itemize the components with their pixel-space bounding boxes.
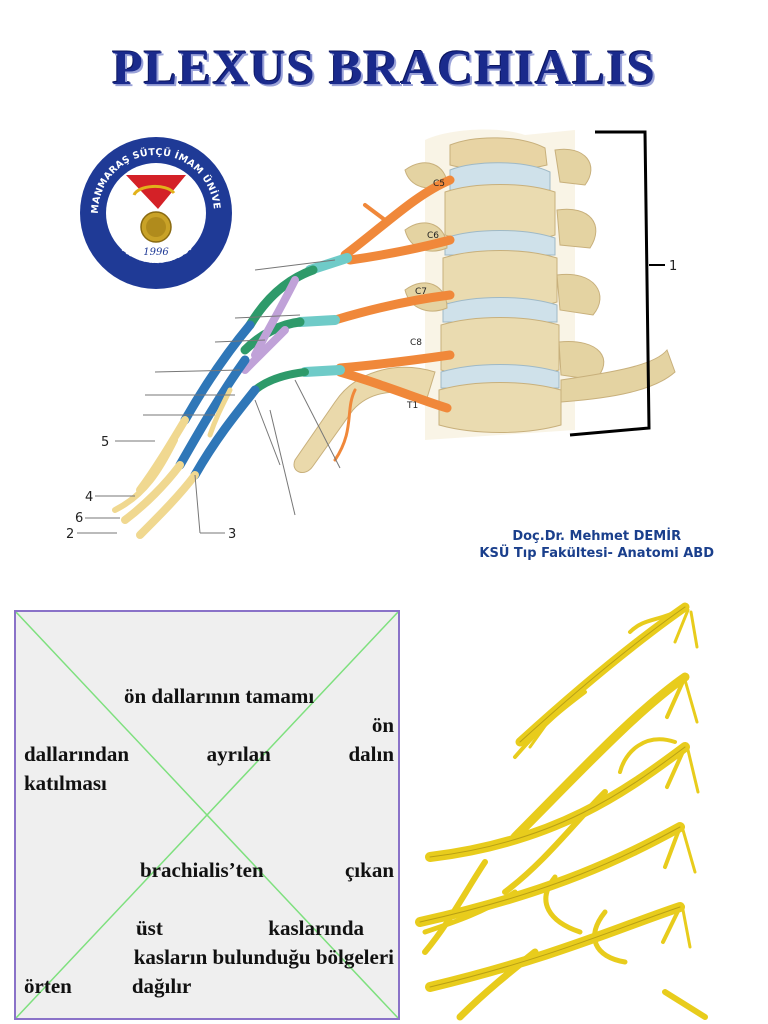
box-line-7: kasların bulunduğu bölgeleri	[133, 945, 394, 969]
logo-year: 1996	[143, 247, 169, 258]
box-line-3a: dallarından	[24, 742, 130, 766]
box-line-6a: üst	[136, 916, 163, 940]
trunks-divisions	[240, 253, 352, 394]
author-credit: Doç.Dr. Mehmet DEMİR KSÜ Tıp Fakültesi- …	[479, 528, 714, 562]
box-line-8a: örten	[24, 974, 72, 998]
placeholder-text-box: ön dallarının tamamı ön dallarından ayrı…	[14, 610, 400, 1020]
label-6: 6	[75, 511, 83, 526]
label-c7: C7	[415, 287, 427, 297]
label-5: 5	[101, 435, 109, 450]
box-line-8b: dağılır	[131, 974, 192, 998]
label-1: 1	[669, 259, 677, 274]
label-t1: T1	[406, 401, 418, 411]
box-line-1: ön dallarının tamamı	[124, 684, 315, 708]
label-c5: C5	[433, 179, 445, 189]
label-2: 2	[66, 527, 74, 540]
author-name: Doç.Dr. Mehmet DEMİR	[512, 529, 682, 544]
university-logo: KAHRAMANMARAŞ SÜTÇÜ İMAM ÜNİVERSİTESİ TI…	[78, 135, 232, 289]
brachial-plexus-illustration: 1 C5 C6 C7 C8 T1	[66, 129, 677, 540]
box-line-3b: ayrılan	[206, 742, 271, 766]
box-line-5b: çıkan	[344, 858, 394, 882]
leader-lines	[77, 259, 341, 534]
nerve-illustration	[415, 602, 708, 1021]
placeholder-cross	[16, 612, 398, 1018]
box-line-3c: dalın	[348, 742, 394, 766]
vertebral-column	[293, 129, 676, 474]
nerve-roots	[330, 175, 455, 462]
box-line-4: katılması	[24, 771, 107, 795]
page-title: PLEXUS BRACHIALIS	[112, 39, 656, 95]
box-line-5a: brachialis’ten	[140, 858, 264, 882]
label-c8: C8	[410, 338, 422, 348]
author-department: KSÜ Tıp Fakültesi- Anatomi ABD	[479, 546, 714, 561]
box-text: ön dallarının tamamı ön dallarından ayrı…	[24, 682, 394, 1001]
label-4: 4	[85, 490, 93, 505]
label-3: 3	[228, 527, 236, 540]
box-line-2: ön	[371, 713, 394, 737]
terminal-branches	[112, 320, 260, 539]
box-line-6b: kaslarında	[268, 916, 364, 940]
label-c6: C6	[427, 231, 439, 241]
